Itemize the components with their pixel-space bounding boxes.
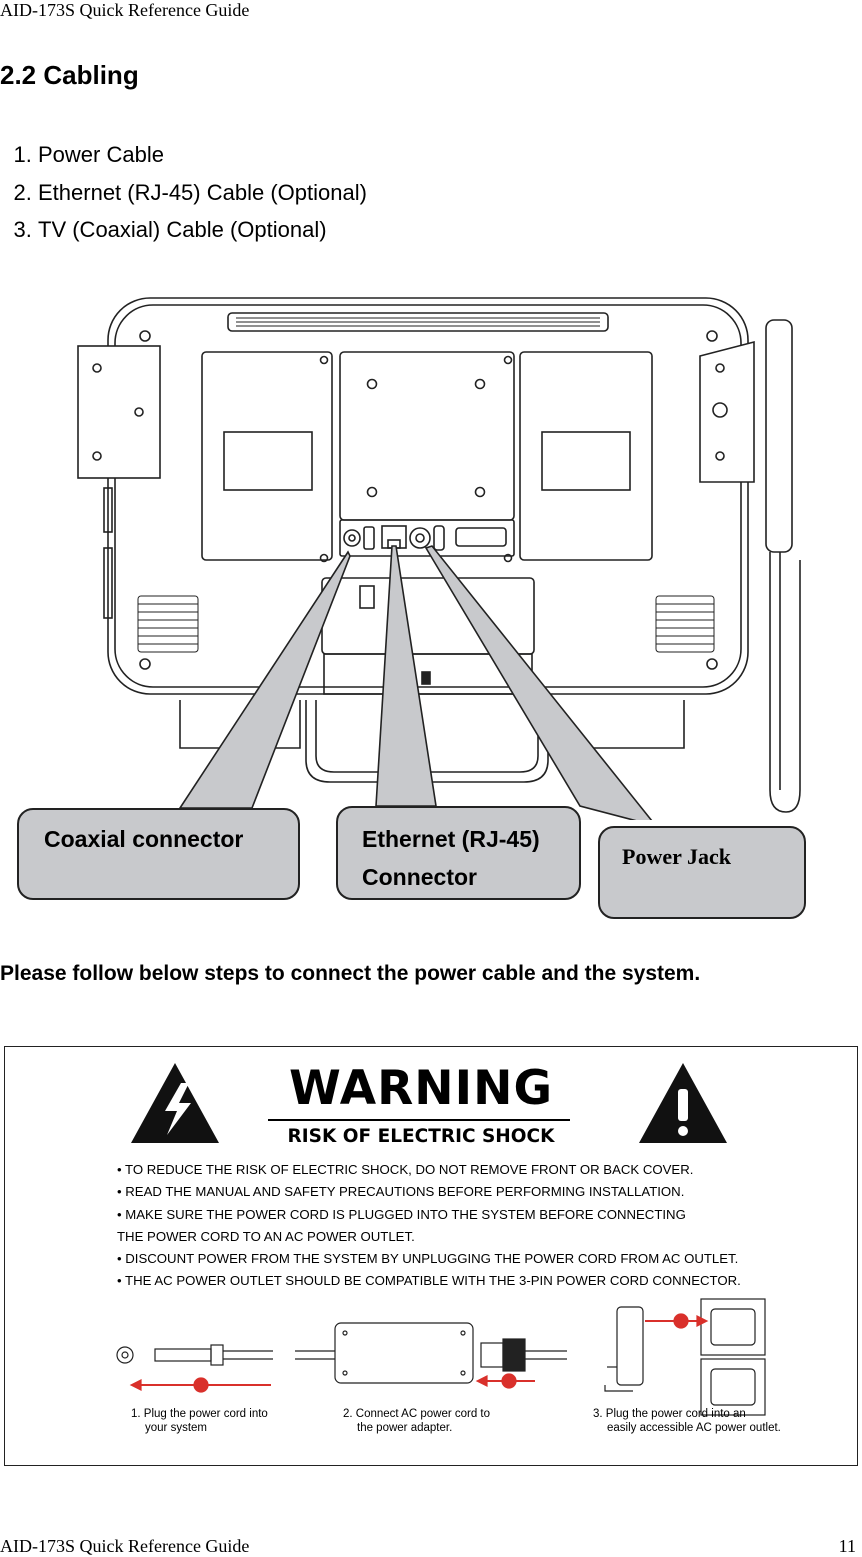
step-3-caption: 3. Plug the power cord into an easily ac… bbox=[593, 1407, 781, 1435]
warning-panel: WARNING RISK OF ELECTRIC SHOCK • TO REDU… bbox=[4, 1046, 858, 1466]
warning-lines: • TO REDUCE THE RISK OF ELECTRIC SHOCK, … bbox=[117, 1159, 741, 1293]
step-line: 3. Plug the power cord into an bbox=[593, 1408, 746, 1420]
step-line: 2. Connect AC power cord to bbox=[343, 1408, 491, 1420]
lightning-warning-icon bbox=[131, 1063, 219, 1143]
instruction-text: Please follow below steps to connect the… bbox=[0, 962, 701, 985]
warning-line: THE POWER CORD TO AN AC POWER OUTLET. bbox=[117, 1228, 415, 1244]
step-2-caption: 2. Connect AC power cord to the power ad… bbox=[343, 1407, 490, 1435]
callout-line: Connector bbox=[362, 864, 477, 890]
warning-divider bbox=[268, 1119, 570, 1121]
dc-plug-illustration bbox=[116, 1344, 273, 1393]
callout-line: Ethernet (RJ-45) bbox=[362, 826, 540, 852]
power-jack-callout: Power Jack bbox=[598, 826, 806, 919]
power-adapter-illustration bbox=[295, 1322, 567, 1389]
callout-label: Ethernet (RJ-45) Connector bbox=[362, 820, 577, 896]
step-line: the power adapter. bbox=[357, 1422, 453, 1434]
warning-title: WARNING bbox=[288, 1061, 554, 1116]
device-rear-view-diagram bbox=[77, 297, 801, 820]
step-badge: 2 bbox=[506, 1329, 512, 1340]
step-line: easily accessible AC power outlet. bbox=[607, 1422, 781, 1434]
footer-title: AID-173S Quick Reference Guide bbox=[0, 1536, 250, 1556]
step-line: your system bbox=[145, 1422, 207, 1434]
warning-line: • DISCOUNT POWER FROM THE SYSTEM BY UNPL… bbox=[117, 1251, 739, 1267]
coaxial-connector-callout: Coaxial connector bbox=[17, 808, 300, 900]
page-header: AID-173S Quick Reference Guide bbox=[0, 0, 250, 20]
section-title: 2.2 Cabling bbox=[0, 60, 139, 90]
cable-list: Power Cable Ethernet (RJ-45) Cable (Opti… bbox=[0, 136, 367, 249]
wall-outlet-illustration bbox=[604, 1298, 766, 1416]
page-footer: AID-173S Quick Reference Guide 11 bbox=[0, 1536, 856, 1557]
warning-line: • THE AC POWER OUTLET SHOULD BE COMPATIB… bbox=[117, 1273, 741, 1289]
warning-subtitle: RISK OF ELECTRIC SHOCK bbox=[287, 1126, 555, 1147]
ethernet-connector-callout: Ethernet (RJ-45) Connector bbox=[336, 806, 581, 900]
warning-line: • READ THE MANUAL AND SAFETY PRECAUTIONS… bbox=[117, 1184, 685, 1200]
exclamation-warning-icon bbox=[639, 1063, 727, 1143]
callout-label: Coaxial connector bbox=[44, 826, 244, 852]
list-item: Power Cable bbox=[38, 136, 367, 174]
step-badge: 1 bbox=[198, 1333, 204, 1344]
list-item: Ethernet (RJ-45) Cable (Optional) bbox=[38, 174, 367, 212]
warning-line: • TO REDUCE THE RISK OF ELECTRIC SHOCK, … bbox=[117, 1162, 694, 1177]
page-number: 11 bbox=[838, 1536, 856, 1556]
callout-label: Power Jack bbox=[622, 844, 731, 869]
step-badge: 3 bbox=[678, 1269, 684, 1280]
warning-line: • MAKE SURE THE POWER CORD IS PLUGGED IN… bbox=[117, 1206, 686, 1222]
step-1-caption: 1. Plug the power cord into your system bbox=[131, 1407, 268, 1435]
step-line: 1. Plug the power cord into bbox=[131, 1408, 268, 1420]
list-item: TV (Coaxial) Cable (Optional) bbox=[38, 211, 367, 249]
